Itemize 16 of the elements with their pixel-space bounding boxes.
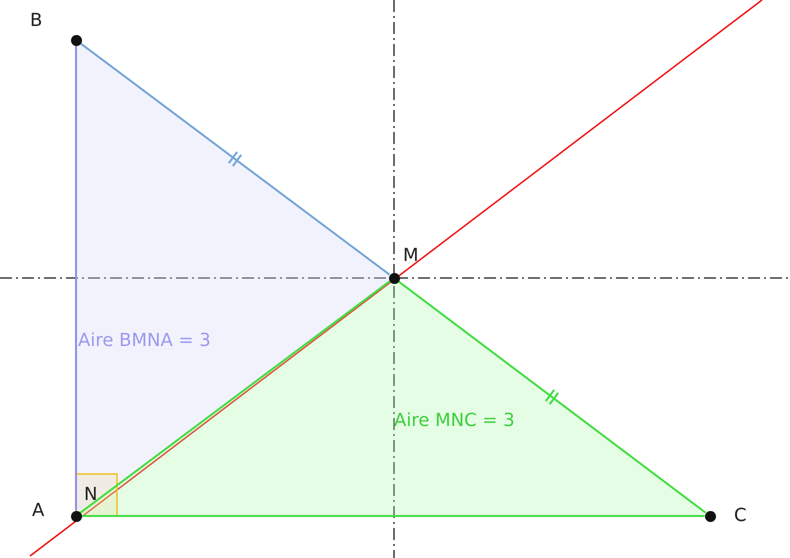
area-label: Aire MNC = 3: [394, 412, 515, 430]
point-label: M: [403, 247, 419, 265]
line-segment: [79, 42, 391, 276]
area-label: Aire BMNA = 3: [78, 332, 211, 350]
point-label: A: [32, 502, 44, 520]
line-segment: [82, 515, 704, 517]
line-segment: [397, 280, 707, 514]
point-label: C: [734, 507, 747, 525]
point: [388, 272, 400, 284]
point: [70, 510, 82, 522]
point: [704, 510, 716, 522]
point-label: B: [30, 12, 42, 30]
point: [70, 34, 82, 46]
line-segment: [75, 46, 77, 510]
point-label: N: [84, 486, 98, 504]
line-segment: [80, 280, 390, 514]
